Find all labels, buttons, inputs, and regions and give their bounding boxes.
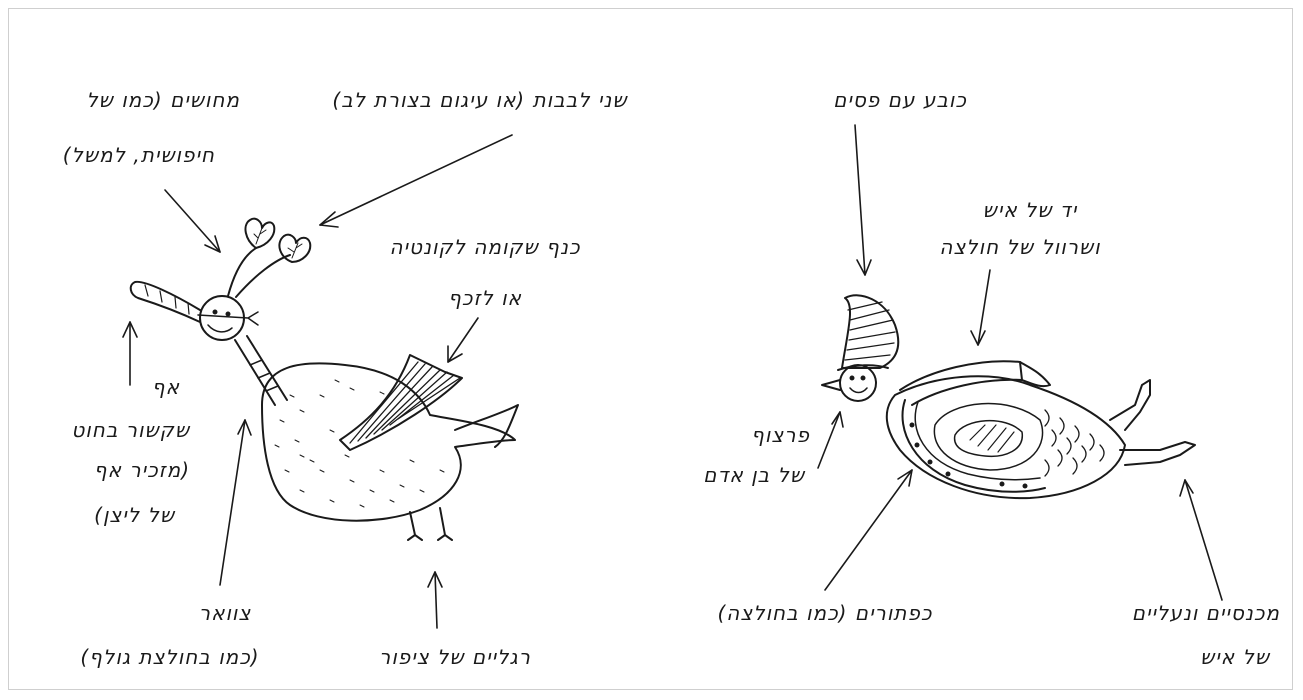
duck-creature <box>131 219 518 540</box>
inner-stripes <box>970 425 1014 452</box>
heart-right <box>279 235 310 262</box>
creature-head <box>840 365 876 401</box>
label-feelers-line2: חיפושית, למשל) <box>25 140 215 170</box>
label-face-line1: פרצוף <box>700 420 810 450</box>
wing-stripes <box>350 362 460 443</box>
flying-creature <box>822 295 1195 498</box>
label-antennae-hearts: שני לבבות (או עיגום בצורת לב) <box>290 85 670 115</box>
duck-body <box>262 363 515 520</box>
label-wing-line2: או לזכף <box>410 283 560 313</box>
label-shirt-line2: ושרוול של חולצה <box>905 232 1135 262</box>
label-pants-line1: מכנסיים ונעליים <box>1080 598 1280 628</box>
label-striped-hat: כובע עם פסים <box>800 85 1000 115</box>
label-feelers-line1: מחושים (כמו של <box>40 85 240 115</box>
creature-feathers <box>1045 410 1104 476</box>
label-nose-line1: אף <box>120 372 180 402</box>
label-neck-line1: צוואר <box>170 598 280 628</box>
label-face-line2: של בן אדם <box>655 460 805 490</box>
creature-arm <box>900 361 1022 405</box>
duck-nose <box>131 282 200 322</box>
creature-buttons <box>910 423 1028 489</box>
label-nose-line2: שקשור בחוט <box>40 415 190 445</box>
label-buttons: כפתורים (כמו בחולצה) <box>680 598 970 628</box>
label-shirt-line1: יד של איש <box>950 195 1110 225</box>
label-nose-line3: (מזכיר אף <box>40 455 190 485</box>
label-bird-legs: רגליים של ציפור <box>355 642 555 672</box>
label-neck-line2: (כמו בחולצת גולף) <box>50 642 290 672</box>
label-nose-line4: של ליצן) <box>45 500 175 530</box>
duck-wing <box>340 355 462 450</box>
duck-feather-texture <box>275 380 444 507</box>
label-wing-line1: כנף שקומה לקונטיה <box>365 232 605 262</box>
label-pants-line2: של איש <box>1160 642 1270 672</box>
duck-antennae <box>228 248 290 297</box>
